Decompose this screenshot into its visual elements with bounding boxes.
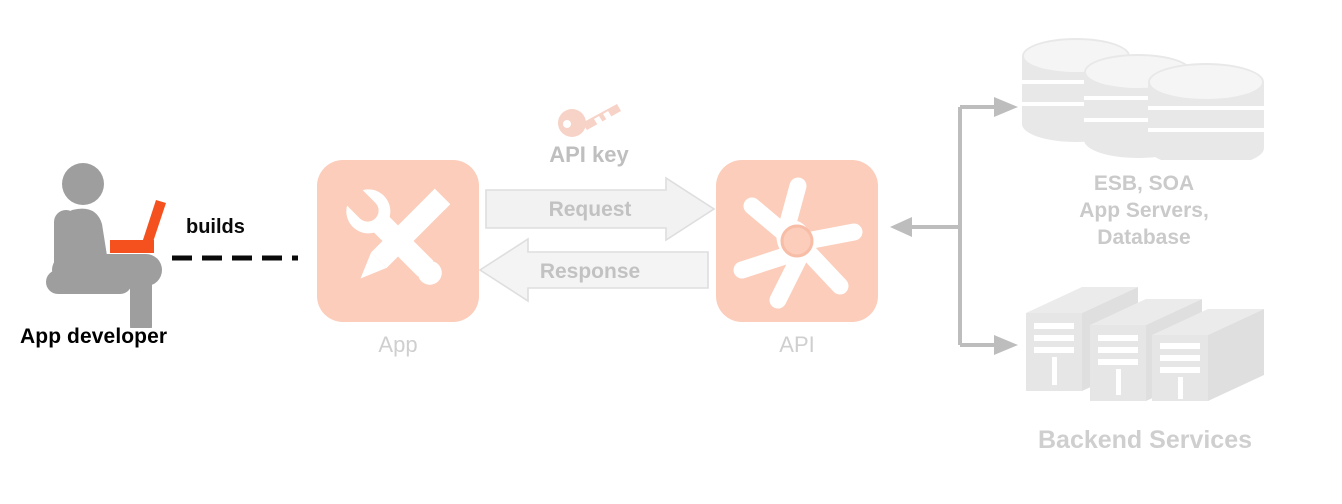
database-tier-label-line-1: ESB, SOA [1093, 172, 1195, 195]
database-tier-label-line-3: Database [1097, 226, 1191, 249]
wrench-and-pencil-icon [346, 188, 451, 285]
response-label: Response [539, 260, 641, 283]
api-starburst-icon [733, 177, 863, 309]
developer-label: App developer [20, 325, 168, 348]
backend-services-label: Backend Services [1037, 426, 1253, 454]
app-node[interactable] [317, 160, 479, 322]
backend-connector-lines [890, 85, 1020, 365]
server-rack-icon [1020, 283, 1270, 401]
key-icon [557, 98, 623, 140]
block-arrow-left-icon [478, 236, 710, 304]
request-label: Request [548, 198, 632, 221]
builds-dashed-connector-icon [170, 248, 300, 261]
arrow-head-right-top [994, 97, 1018, 117]
arrow-head-right-bottom [994, 335, 1018, 355]
database-stack-icon [1018, 38, 1270, 167]
arrow-head-left [890, 217, 912, 237]
developer-icon [40, 158, 210, 337]
database-tier-label-line-2: App Servers, [1079, 199, 1209, 222]
api-key-label: API key [549, 142, 629, 167]
api-node[interactable] [716, 160, 878, 322]
block-arrow-right-icon [484, 176, 716, 242]
builds-label: builds [186, 216, 245, 238]
app-node-label: App [378, 332, 418, 357]
database-tier-label: ESB, SOA App Servers, Database [1010, 170, 1278, 251]
api-node-label: API [779, 332, 815, 357]
